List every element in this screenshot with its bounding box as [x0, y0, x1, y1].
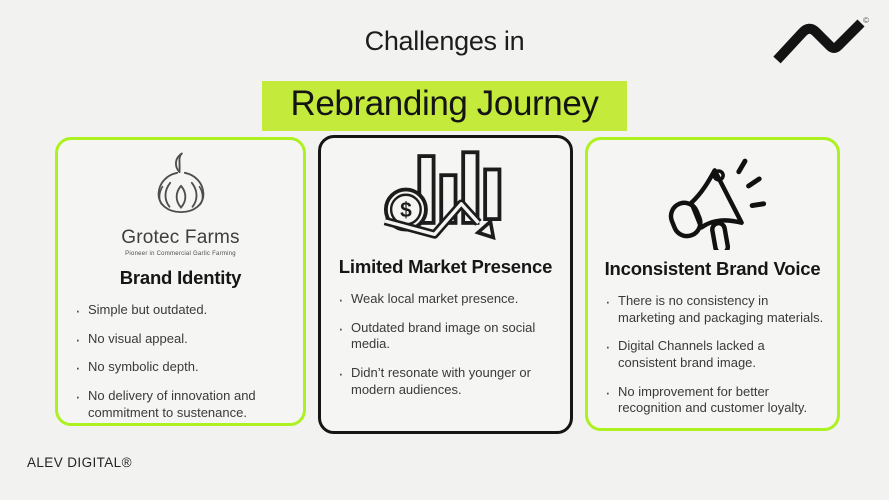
- copyright-symbol: ©: [863, 16, 869, 25]
- declining-bar-chart-icon: $: [383, 150, 501, 241]
- grotec-farms-name: Grotec Farms: [121, 227, 240, 248]
- declining-bar-chart-icon: $: [383, 150, 509, 246]
- bullet-item: Simple but outdated.: [72, 300, 291, 321]
- title-line-1: Challenges in: [364, 26, 525, 56]
- card-inconsistent-brand-voice: Inconsistent Brand Voice There is no con…: [585, 137, 840, 431]
- card-limited-market-presence: $ Limited Market Presence Weak local mar…: [318, 135, 573, 434]
- bullet-item: Digital Channels lacked a consistent bra…: [602, 336, 825, 371]
- bullet-item: No symbolic depth.: [72, 357, 291, 378]
- dollar-sign: $: [400, 199, 412, 222]
- grotec-farms-tagline: Pioneer in Commercial Garlic Farming: [125, 251, 236, 257]
- bullet-item: Outdated brand image on social media.: [335, 318, 558, 353]
- grotec-farms-logo: Grotec Farms Pioneer in Commercial Garli…: [121, 152, 240, 257]
- brand-identity-bullet-list: Simple but outdated. No visual appeal. N…: [58, 300, 303, 421]
- card-title-inconsistent-brand-voice: Inconsistent Brand Voice: [604, 258, 821, 279]
- garlic-icon: [157, 152, 204, 214]
- card-title-brand-identity: Brand Identity: [119, 267, 242, 288]
- card-title-limited-market-presence: Limited Market Presence: [338, 256, 553, 277]
- bullet-item: No delivery of innovation and commitment…: [72, 386, 291, 421]
- bullet-item: Weak local market presence.: [335, 289, 558, 310]
- slide-title: Challenges in Rebranding Journey: [0, 0, 889, 131]
- bullet-item: There is no consistency in marketing and…: [602, 291, 825, 326]
- wave-logo-icon: ©: [771, 16, 869, 66]
- title-line-2-highlighted: Rebranding Journey: [262, 81, 627, 131]
- bullet-item: Didn’t resonate with younger or modern a…: [335, 363, 558, 398]
- bullet-item: No improvement for better recognition an…: [602, 381, 825, 417]
- footer-brand-name: ALEV DIGITAL®: [27, 455, 132, 470]
- megaphone-icon: [657, 154, 769, 250]
- card-brand-identity: Grotec Farms Pioneer in Commercial Garli…: [55, 137, 306, 426]
- limited-market-presence-bullet-list: Weak local market presence. Outdated bra…: [321, 289, 570, 398]
- inconsistent-brand-voice-bullet-list: There is no consistency in marketing and…: [588, 291, 837, 417]
- megaphone-icon: [668, 158, 766, 250]
- bullet-item: No visual appeal.: [72, 329, 291, 350]
- wave-logo-icon: [773, 19, 865, 64]
